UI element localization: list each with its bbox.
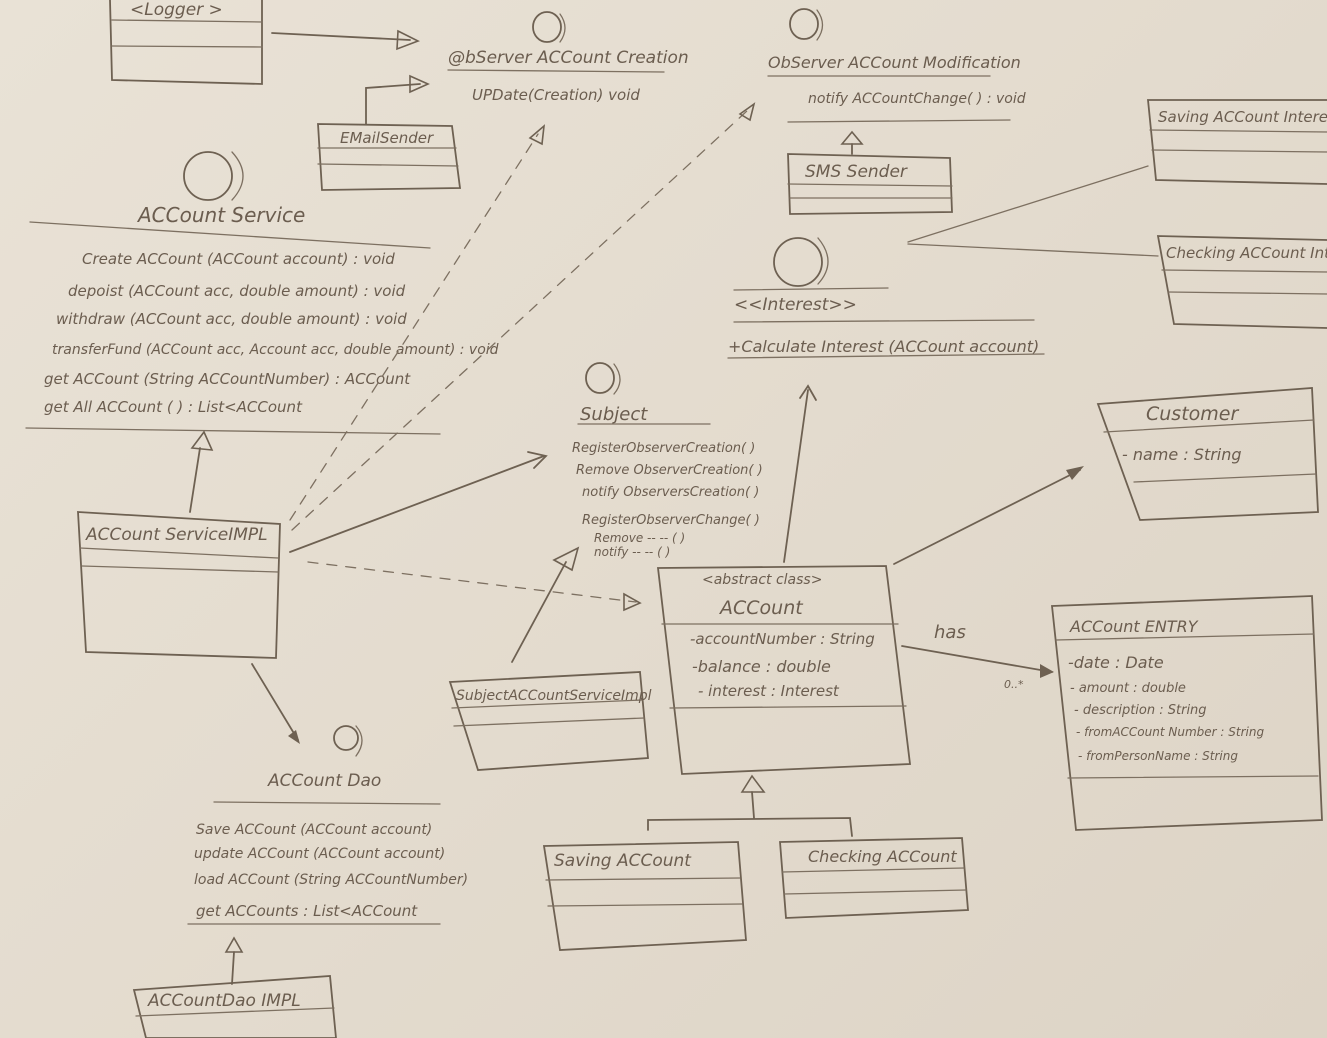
account-service-method-6: get All ACCount ( ) : List<ACCount	[44, 398, 303, 416]
account-dao-interface: ACCount Dao Save ACCount (ACCount accoun…	[187, 725, 468, 925]
interest-method: +Calculate Interest (ACCount account)	[728, 337, 1039, 356]
account-to-interest-arrow	[783, 384, 817, 563]
account-dao-method-1: Save ACCount (ACCount account)	[196, 822, 432, 838]
customer-attr-1: - name : String	[1122, 445, 1242, 464]
email-sender-realization-arrow	[365, 74, 430, 125]
observer-modification-interface: ObServer ACCount Modification notify ACC…	[767, 8, 1026, 123]
subject-method-3: notify ObserversCreation( )	[582, 485, 759, 500]
interface-circle-icon	[532, 11, 562, 43]
account-dao-method-4: get ACCounts : List<ACCount	[196, 902, 418, 920]
logger-class: <Logger >	[109, 0, 263, 85]
sms-sender-title: SMS Sender	[805, 162, 908, 182]
interface-circle-icon	[183, 151, 233, 201]
email-sender-class: EMailSender	[317, 123, 462, 191]
observer-modification-title: ObServer ACCount Modification	[768, 53, 1021, 72]
account-has-entry-association: has 0..*	[901, 622, 1054, 691]
sms-sender-class: SMS Sender	[787, 153, 953, 215]
observer-creation-title: @bServer ACCount Creation	[448, 48, 689, 68]
interface-circle-icon	[773, 237, 823, 287]
account-entry-attr-5: - fromPersonName : String	[1078, 749, 1238, 763]
account-service-impl-class: ACCount ServiceIMPL	[77, 511, 281, 659]
account-attr-2: -balance : double	[692, 657, 831, 676]
customer-title: Customer	[1146, 403, 1239, 425]
service-impl-to-subject-arrow	[289, 451, 548, 553]
account-class: <abstract class> ACCount -accountNumber …	[656, 565, 912, 775]
subject-impl-realization-arrow	[511, 546, 580, 663]
account-dao-impl-title: ACCountDao IMPL	[147, 991, 301, 1011]
account-attr-1: -accountNumber : String	[690, 630, 875, 648]
logger-title: <Logger >	[130, 0, 223, 20]
checking-account-class: Checking ACCount	[779, 837, 969, 919]
account-service-title: ACCount Service	[136, 203, 305, 227]
account-title: ACCount	[718, 597, 804, 619]
account-inheritance-tree	[647, 774, 853, 837]
interface-circle-icon	[333, 725, 359, 751]
dao-impl-realization-arrow	[224, 936, 244, 985]
account-dao-method-3: load ACCount (String ACCountNumber)	[194, 872, 468, 888]
has-label: has	[934, 622, 966, 643]
multiplicity-label: 0..*	[1004, 678, 1024, 691]
account-entry-attr-3: - description : String	[1074, 703, 1207, 718]
account-stereotype: <abstract class>	[702, 572, 822, 588]
account-service-method-5: get ACCount (String ACCountNumber) : ACC…	[44, 370, 411, 388]
subject-account-service-impl-class: SubjectACCountServiceImpl	[448, 671, 652, 771]
account-service-interface: ACCount Service Create ACCount (ACCount …	[25, 151, 499, 435]
observer-creation-method: UPDate(Creation) void	[472, 86, 640, 104]
account-service-impl-title: ACCount ServiceIMPL	[85, 525, 268, 545]
interface-circle-icon	[789, 8, 819, 40]
account-dao-method-2: update ACCount (ACCount account)	[194, 846, 445, 862]
account-attr-3: - interest : Interest	[698, 682, 840, 700]
saving-interest-title: Saving ACCount Interest	[1158, 108, 1327, 126]
interest-title: <<Interest>>	[734, 295, 857, 315]
checking-interest-title: Checking ACCount Interest	[1166, 244, 1327, 262]
saving-interest-class: Saving ACCount Interest	[1147, 99, 1327, 185]
account-service-method-2: depoist (ACCount acc, double amount) : v…	[68, 282, 406, 300]
subject-method-5: Remove -- -- ( )	[594, 531, 685, 545]
customer-class: Customer - name : String	[1096, 387, 1319, 521]
account-entry-title: ACCount ENTRY	[1069, 617, 1199, 636]
observer-modification-method: notify ACCountChange( ) : void	[808, 91, 1026, 107]
subject-interface: Subject RegisterObserverCreation( ) Remo…	[572, 362, 763, 559]
service-impl-to-dao-arrow	[251, 663, 300, 744]
account-dao-title: ACCount Dao	[267, 771, 381, 791]
subject-title: Subject	[580, 404, 648, 425]
checking-interest-class: Checking ACCount Interest	[1156, 235, 1327, 329]
subject-method-2: Remove ObserverCreation( )	[576, 463, 763, 478]
interest-interface: <<Interest>> +Calculate Interest (ACCoun…	[727, 237, 1045, 359]
subject-method-1: RegisterObserverCreation( )	[572, 441, 755, 456]
account-entry-attr-2: - amount : double	[1070, 681, 1186, 696]
subject-method-4: RegisterObserverChange( )	[582, 513, 760, 528]
email-sender-title: EMailSender	[340, 129, 434, 147]
account-entry-attr-1: -date : Date	[1068, 653, 1164, 672]
interface-circle-icon	[585, 362, 615, 394]
sms-sender-realization-arrow	[840, 130, 864, 155]
service-impl-dependency-lines	[289, 102, 756, 612]
saving-account-title: Saving ACCount	[554, 851, 692, 871]
subject-method-6: notify -- -- ( )	[594, 545, 670, 559]
account-service-method-4: transferFund (ACCount acc, Account acc, …	[52, 342, 499, 358]
account-to-customer-arrow	[893, 466, 1084, 565]
interest-realization-lines	[907, 165, 1159, 257]
account-dao-impl-class: ACCountDao IMPL	[132, 975, 337, 1038]
account-entry-attr-4: - fromACCount Number : String	[1076, 725, 1264, 739]
account-service-method-3: withdraw (ACCount acc, double amount) : …	[56, 310, 407, 328]
subject-account-service-impl-title: SubjectACCountServiceImpl	[456, 688, 652, 704]
account-entry-class: ACCount ENTRY -date : Date - amount : do…	[1051, 595, 1323, 831]
checking-account-title: Checking ACCount	[808, 847, 957, 866]
account-service-method-1: Create ACCount (ACCount account) : void	[82, 250, 395, 268]
saving-account-class: Saving ACCount	[542, 841, 747, 951]
logger-to-observer-arrow	[271, 29, 420, 51]
observer-creation-interface: @bServer ACCount Creation UPDate(Creatio…	[447, 11, 689, 104]
service-impl-realization-arrow	[189, 430, 214, 513]
